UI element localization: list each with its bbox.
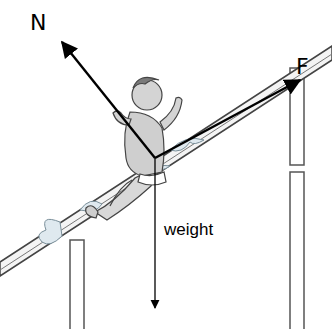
slide-chute bbox=[0, 46, 332, 276]
force-label: F bbox=[296, 56, 309, 78]
force-arrow bbox=[62, 42, 300, 308]
child-figure bbox=[86, 77, 182, 220]
force-label: weight bbox=[162, 221, 215, 238]
force-label: N bbox=[30, 12, 46, 34]
